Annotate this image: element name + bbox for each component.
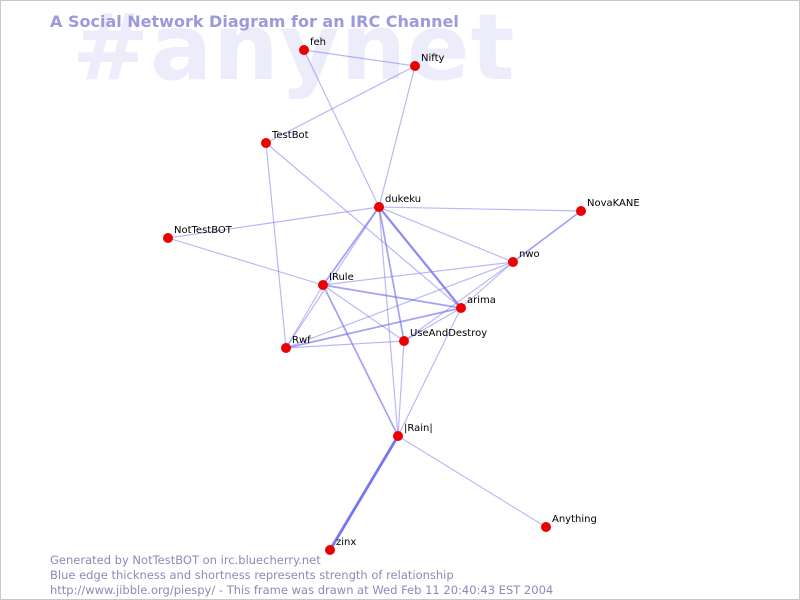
node-label: NovaKANE <box>587 198 640 209</box>
edge-Nifty-TestBot <box>265 65 416 144</box>
edge-NovaKANE-nwo <box>512 210 582 263</box>
node-nwo: nwo <box>508 249 540 267</box>
node-dot <box>456 303 466 313</box>
edge-nwo-UseAndDestroy <box>403 261 514 342</box>
edge-arima-Rain <box>397 307 462 437</box>
node-IRule: IRule <box>318 272 354 290</box>
edge-dukeku-IRule <box>322 206 380 286</box>
node-label: TestBot <box>271 130 309 141</box>
edge-UseAndDestroy-Rain <box>397 340 405 437</box>
node-zinx: zinx <box>325 537 356 555</box>
footer-generated-by: Generated by NotTestBOT on irc.bluecherr… <box>50 553 321 567</box>
channel-watermark: #anynet <box>72 0 516 101</box>
node-dot <box>299 45 309 55</box>
node-feh: feh <box>299 37 326 55</box>
node-Nifty: Nifty <box>410 53 445 71</box>
node-dot <box>508 257 518 267</box>
edge-Rwf-UseAndDestroy <box>285 340 405 349</box>
edge-NotTestBOT-dukeku <box>167 206 380 239</box>
node-label: Nifty <box>421 53 445 64</box>
footer-legend-note: Blue edge thickness and shortness repres… <box>50 568 454 582</box>
node-dukeku: dukeku <box>374 194 421 212</box>
node-Rwf: Rwf <box>281 335 311 353</box>
node-dot <box>410 61 420 71</box>
edge-feh-Nifty <box>303 49 416 67</box>
edge-TestBot-arima <box>265 142 462 309</box>
edges-layer <box>167 49 582 551</box>
node-dot <box>576 206 586 216</box>
node-label: Anything <box>552 514 597 525</box>
node-label: nwo <box>519 249 540 260</box>
node-label: arima <box>467 295 496 306</box>
edge-arima-Rwf <box>285 307 462 349</box>
edge-arima-UseAndDestroy <box>403 307 462 342</box>
node-NovaKANE: NovaKANE <box>576 198 640 216</box>
node-label: NotTestBOT <box>174 225 233 236</box>
node-label: feh <box>310 37 326 48</box>
node-dot <box>399 336 409 346</box>
node-dot <box>163 233 173 243</box>
edge-Rain-Anything <box>397 435 547 528</box>
node-label: dukeku <box>385 194 421 205</box>
edge-IRule-Rain <box>322 284 399 437</box>
edge-nwo-arima <box>460 261 514 309</box>
edge-feh-dukeku <box>303 49 380 208</box>
node-label: zinx <box>336 537 356 548</box>
node-dot <box>374 202 384 212</box>
edge-dukeku-UseAndDestroy <box>378 206 405 342</box>
edge-IRule-UseAndDestroy <box>322 284 405 342</box>
node-dot <box>318 280 328 290</box>
footer-source-timestamp: http://www.jibble.org/piespy/ - This fra… <box>50 583 554 597</box>
edge-TestBot-Rwf <box>265 142 287 349</box>
node-UseAndDestroy: UseAndDestroy <box>399 328 487 346</box>
edge-nwo-Rwf <box>285 261 514 349</box>
edge-dukeku-arima <box>378 206 462 309</box>
diagram-title: A Social Network Diagram for an IRC Chan… <box>50 12 459 31</box>
edge-nwo-IRule <box>322 261 514 286</box>
node-dot <box>541 522 551 532</box>
node-dot <box>261 138 271 148</box>
edge-Nifty-dukeku <box>378 65 416 208</box>
node-label: IRule <box>329 272 354 283</box>
edge-dukeku-Rain <box>378 206 399 437</box>
edge-dukeku-nwo <box>378 206 514 263</box>
node-Rain: |Rain| <box>393 423 433 441</box>
edge-Rain-zinx <box>328 435 400 551</box>
node-TestBot: TestBot <box>261 130 309 148</box>
edge-IRule-Rwf <box>285 284 324 349</box>
edge-dukeku-NovaKANE <box>378 206 582 212</box>
node-label: UseAndDestroy <box>410 328 487 339</box>
node-NotTestBOT: NotTestBOT <box>163 225 233 243</box>
edge-dukeku-Rwf <box>285 206 380 349</box>
edge-IRule-arima <box>322 284 462 309</box>
footer: Generated by NotTestBOT on irc.bluecherr… <box>50 553 553 598</box>
node-label: Rwf <box>292 335 311 346</box>
node-dot <box>393 431 403 441</box>
node-dot <box>281 343 291 353</box>
node-dot <box>325 545 335 555</box>
edge-NotTestBOT-IRule <box>167 237 324 286</box>
node-arima: arima <box>456 295 496 313</box>
node-Anything: Anything <box>541 514 597 532</box>
node-label: |Rain| <box>404 423 433 434</box>
